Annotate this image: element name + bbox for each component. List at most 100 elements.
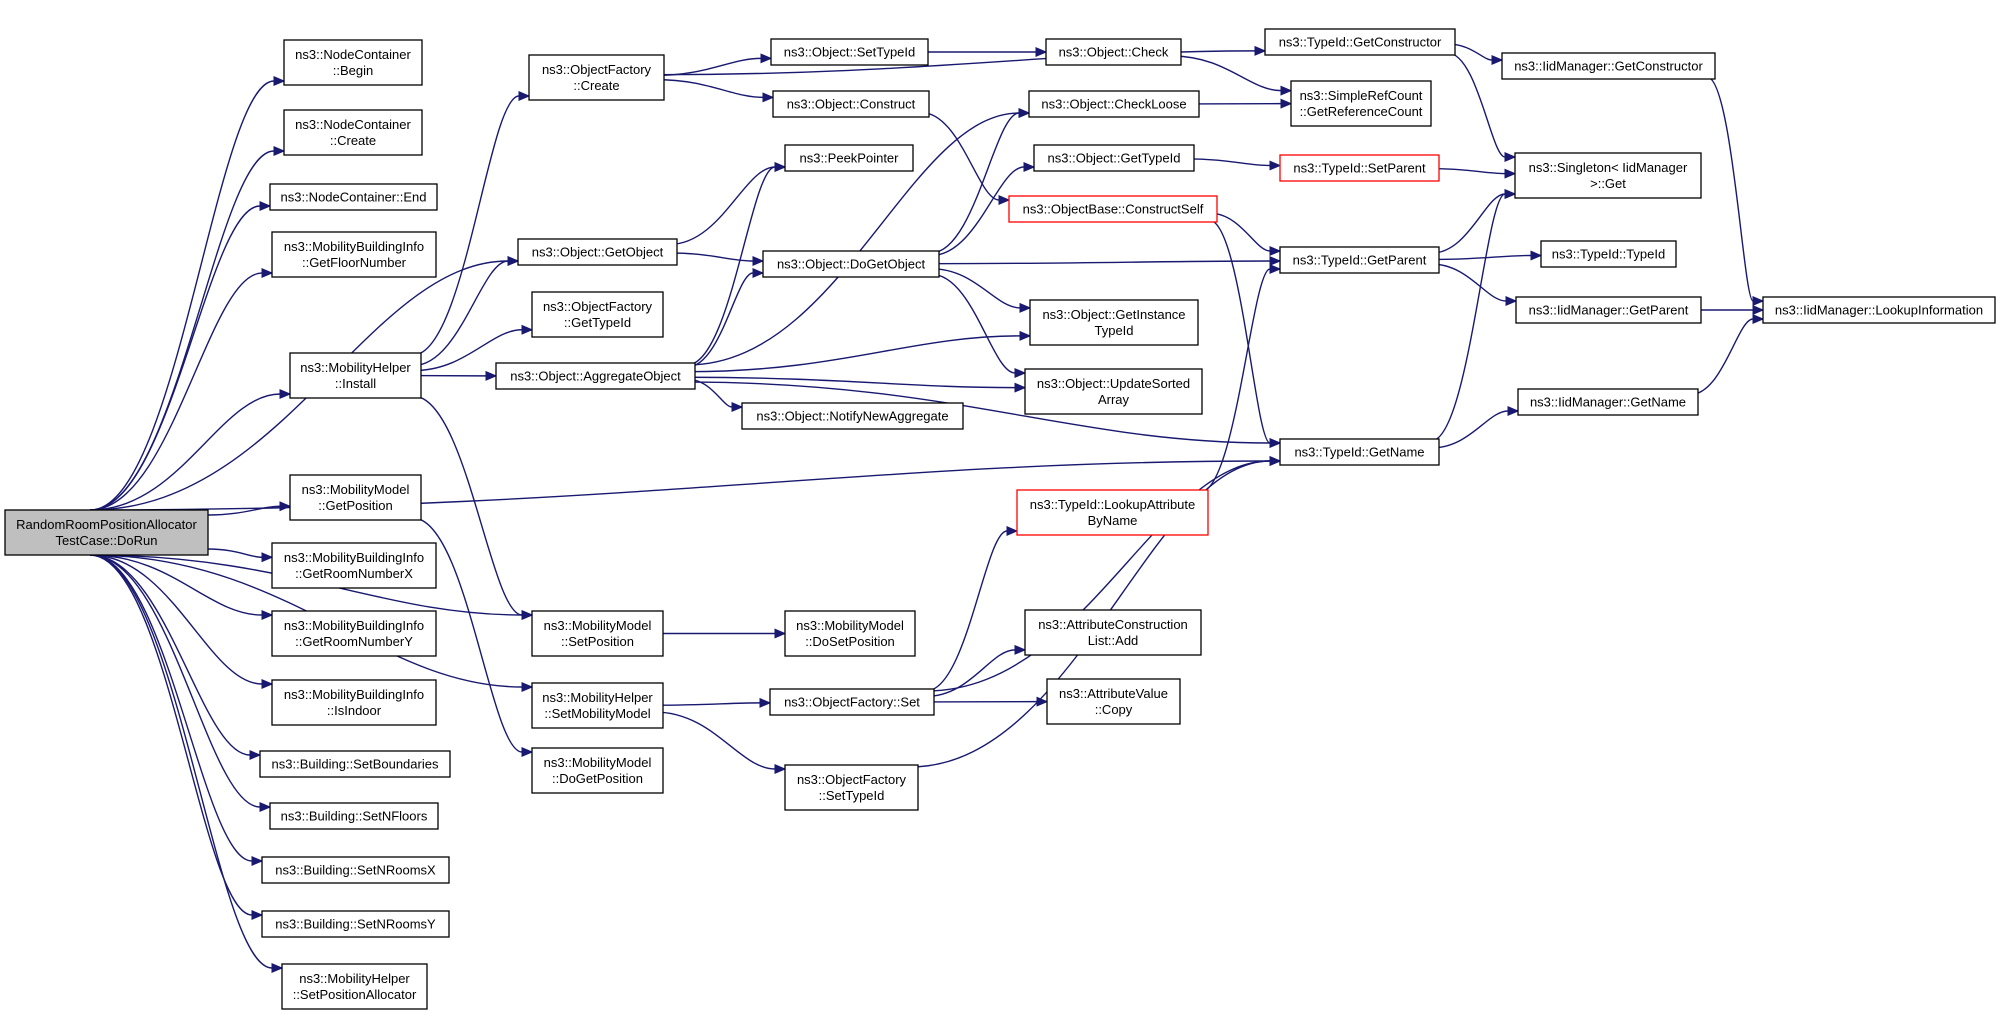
node-label: ns3::SimpleRefCount (1300, 88, 1423, 103)
node-av-copy[interactable]: ns3::AttributeValue::Copy (1046, 678, 1181, 725)
edge-line (1689, 318, 1754, 396)
node-label: ns3::MobilityModel (796, 618, 904, 633)
edge-line (90, 554, 261, 808)
node-nc-end[interactable]: ns3::NodeContainer::End (269, 183, 438, 211)
node-b-set-bound[interactable]: ns3::Building::SetBoundaries (259, 750, 451, 778)
node-ti-get-ctor[interactable]: ns3::TypeId::GetConstructor (1264, 28, 1456, 56)
node-label: ns3::ObjectFactory (797, 772, 907, 787)
node-peek-pointer[interactable]: ns3::PeekPointer (784, 144, 914, 172)
edge-line (1430, 193, 1506, 254)
node-label: ns3::Object::NotifyNewAggregate (756, 409, 948, 424)
edge-root-to-b-set-bound (90, 554, 262, 760)
node-of-create[interactable]: ns3::ObjectFactory::Create (528, 54, 665, 101)
node-box (1279, 438, 1440, 466)
node-o-check[interactable]: ns3::Object::Check (1045, 38, 1182, 66)
node-mm-do-get-pos[interactable]: ns3::MobilityModel::DoGetPosition (531, 747, 664, 794)
node-ob-construct-self[interactable]: ns3::ObjectBase::ConstructSelf (1008, 195, 1218, 223)
edge-line (1430, 263, 1507, 302)
node-box (271, 542, 437, 589)
node-im-lookup-info[interactable]: ns3::IidManager::LookupInformation (1762, 296, 1996, 324)
node-of-set-type-id[interactable]: ns3::ObjectFactory::SetTypeId (784, 764, 919, 811)
edge-line (1172, 55, 1282, 92)
node-label: ::GetTypeId (564, 315, 631, 330)
edge-arrowhead (1023, 162, 1036, 172)
node-label: ::GetRoomNumberX (295, 566, 413, 581)
node-mm-do-set-pos[interactable]: ns3::MobilityModel::DoSetPosition (784, 610, 916, 657)
node-o-notify-new-agg[interactable]: ns3::Object::NotifyNewAggregate (741, 402, 964, 430)
node-label: ns3::Object::DoGetObject (777, 257, 926, 272)
edge-arrowhead (752, 268, 765, 278)
edge-line (930, 166, 1025, 257)
node-mbi-floor[interactable]: ns3::MobilityBuildingInfo::GetFloorNumbe… (271, 231, 437, 278)
edge-line (668, 166, 776, 246)
node-label: ::Begin (333, 63, 373, 78)
edge-arrowhead (259, 201, 272, 211)
node-ti-set-parent[interactable]: ns3::TypeId::SetParent (1279, 154, 1440, 182)
edge-ti-get-name-to-im-get-name (1430, 406, 1520, 449)
node-mbi-room-x[interactable]: ns3::MobilityBuildingInfo::GetRoomNumber… (271, 542, 437, 589)
node-o-aggregate[interactable]: ns3::Object::AggregateObject (495, 362, 696, 390)
node-label: TestCase::DoRun (56, 533, 158, 548)
node-im-get-parent[interactable]: ns3::IidManager::GetParent (1515, 296, 1702, 324)
node-b-set-n-rooms-y[interactable]: ns3::Building::SetNRoomsY (261, 910, 450, 938)
node-src-get-ref[interactable]: ns3::SimpleRefCount::GetReferenceCount (1290, 80, 1432, 127)
node-nc-create[interactable]: ns3::NodeContainer::Create (283, 109, 423, 156)
node-o-get-type-id[interactable]: ns3::Object::GetTypeId (1033, 144, 1195, 172)
edge-ti-get-ctor-to-singleton-get (1446, 51, 1517, 162)
edge-arrowhead (518, 91, 531, 101)
edge-im-get-name-to-im-lookup-info (1689, 314, 1765, 396)
node-label: ::DoSetPosition (805, 634, 895, 649)
edge-line (930, 267, 1021, 309)
node-ti-get-name[interactable]: ns3::TypeId::GetName (1279, 438, 1440, 466)
edge-mm-get-pos-to-mm-do-get-pos (412, 517, 534, 757)
node-label: ns3::Building::SetBoundaries (272, 757, 439, 772)
edge-line (920, 111, 1000, 201)
node-label: ::GetReferenceCount (1300, 104, 1423, 119)
node-box (271, 610, 437, 657)
node-root[interactable]: RandomRoomPositionAllocatorTestCase::DoR… (4, 509, 209, 556)
node-o-get-object[interactable]: ns3::Object::GetObject (517, 238, 678, 266)
node-o-check-loose[interactable]: ns3::Object::CheckLoose (1028, 90, 1200, 118)
node-nc-begin[interactable]: ns3::NodeContainer::Begin (283, 39, 423, 86)
node-o-construct[interactable]: ns3::Object::Construct (772, 90, 930, 118)
edge-arrowhead (1752, 305, 1765, 315)
node-mm-get-pos[interactable]: ns3::MobilityModel::GetPosition (289, 474, 422, 521)
node-mh-install[interactable]: ns3::MobilityHelper::Install (289, 352, 422, 399)
edge-mh-install-to-mm-set-pos (412, 395, 534, 620)
edge-line (90, 554, 263, 616)
node-mh-set-m-m[interactable]: ns3::MobilityHelper::SetMobilityModel (531, 682, 664, 729)
node-ti-get-parent[interactable]: ns3::TypeId::GetParent (1279, 246, 1440, 274)
edge-line (90, 554, 263, 685)
node-label: ns3::NodeContainer (295, 47, 411, 62)
edge-line (90, 272, 263, 511)
node-label: ns3::IidManager::GetName (1530, 395, 1686, 410)
edge-root-to-mh-install (90, 389, 292, 511)
node-b-set-n-rooms-x[interactable]: ns3::Building::SetNRoomsX (261, 856, 450, 884)
node-im-get-name[interactable]: ns3::IidManager::GetName (1517, 388, 1699, 416)
edge-line (1185, 158, 1271, 167)
node-box (4, 509, 209, 556)
node-of-set[interactable]: ns3::ObjectFactory::Set (769, 688, 935, 716)
node-singleton-get[interactable]: ns3::Singleton< IidManager >::Get (1514, 152, 1702, 199)
node-im-get-ctor[interactable]: ns3::IidManager::GetConstructor (1501, 52, 1716, 80)
node-mm-set-pos[interactable]: ns3::MobilityModel::SetPosition (531, 610, 664, 657)
node-label: ns3::ObjectBase::ConstructSelf (1023, 202, 1204, 217)
node-label: ns3::MobilityHelper (542, 690, 653, 705)
node-o-do-get-object[interactable]: ns3::Object::DoGetObject (762, 250, 940, 278)
edge-o-do-get-object-to-o-update-sorted (930, 273, 1027, 378)
node-of-get-type-id[interactable]: ns3::ObjectFactory::GetTypeId (531, 291, 664, 338)
node-label: RandomRoomPositionAllocator (16, 517, 197, 532)
node-o-set-type-id[interactable]: ns3::Object::SetTypeId (770, 38, 929, 66)
node-label: ns3::MobilityModel (302, 482, 410, 497)
node-mh-set-pos-alloc[interactable]: ns3::MobilityHelper::SetPositionAllocato… (281, 963, 428, 1010)
node-mbi-indoor[interactable]: ns3::MobilityBuildingInfo::IsIndoor (271, 679, 437, 726)
node-box (741, 402, 964, 430)
node-mbi-room-y[interactable]: ns3::MobilityBuildingInfo::GetRoomNumber… (271, 610, 437, 657)
node-label: ns3::TypeId::TypeId (1552, 247, 1665, 262)
node-ti-type-id[interactable]: ns3::TypeId::TypeId (1540, 240, 1677, 268)
node-b-set-n-floors[interactable]: ns3::Building::SetNFloors (269, 802, 439, 830)
